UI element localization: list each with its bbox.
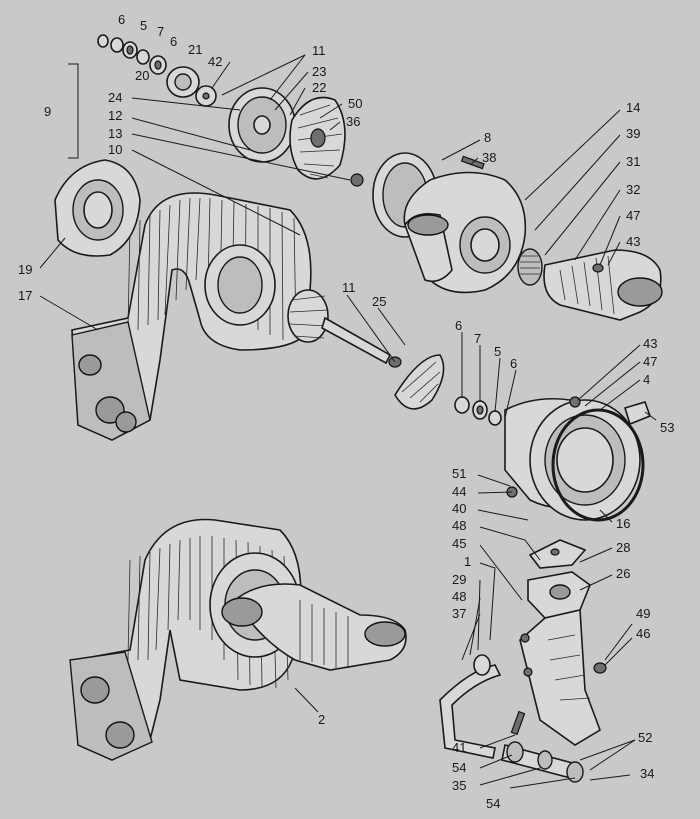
callout-label: 12	[108, 108, 122, 123]
callout-label: 25	[372, 294, 386, 309]
callout-label: 39	[626, 126, 640, 141]
callout-label: 50	[348, 96, 362, 111]
callout-label: 45	[452, 536, 466, 551]
callout-label: 26	[616, 566, 630, 581]
callout-label: 51	[452, 466, 466, 481]
compressor-housing	[372, 152, 527, 294]
callout-label: 6	[118, 12, 125, 27]
callout-label: 6	[510, 356, 517, 371]
turbine-housing	[504, 396, 652, 522]
callout-label: 6	[455, 318, 462, 333]
callout-label: 20	[135, 68, 149, 83]
callout-label: 1	[464, 554, 471, 569]
compressor-disk-and-wheel	[228, 87, 364, 187]
callout-label: 54	[486, 796, 500, 811]
callout-label: 2	[318, 712, 325, 727]
callout-label: 13	[108, 126, 122, 141]
callout-label: 14	[626, 100, 640, 115]
callout-label: 48	[452, 518, 466, 533]
callout-label: 41	[452, 740, 466, 755]
callout-label: 7	[474, 331, 481, 346]
exhaust-manifold-upper	[71, 192, 312, 441]
turbocharger-assembled-lower	[69, 518, 407, 761]
callout-label: 35	[452, 778, 466, 793]
callout-label: 31	[626, 154, 640, 169]
callout-label: 54	[452, 760, 466, 775]
callout-label: 11	[312, 43, 326, 58]
callout-label: 49	[636, 606, 650, 621]
turbine-rotor-shaft	[287, 289, 445, 410]
callout-label: 40	[452, 501, 466, 516]
callout-label: 24	[108, 90, 122, 105]
callout-label: 32	[626, 182, 640, 197]
compressor-inlet-pipe	[517, 248, 663, 321]
turbine-housing-flange	[54, 159, 141, 257]
callout-label: 34	[640, 766, 654, 781]
shaft-small-parts-upper	[97, 34, 217, 107]
callout-label: 7	[157, 24, 164, 39]
callout-label: 37	[452, 606, 466, 621]
callout-label: 8	[484, 130, 491, 145]
callout-label: 53	[660, 420, 674, 435]
callout-label: 36	[346, 114, 360, 129]
callout-label: 16	[616, 516, 630, 531]
callout-label: 6	[170, 34, 177, 49]
callout-label: 44	[452, 484, 466, 499]
callout-label: 43	[626, 234, 640, 249]
callout-label: 11	[342, 280, 356, 295]
callout-label: 19	[18, 262, 32, 277]
callout-label: 10	[108, 142, 122, 157]
callout-label: 9	[44, 104, 51, 119]
callout-label: 42	[208, 54, 222, 69]
callout-labels: 6 5 7 6 21 42 20 11 23 22 50 36 9 24 12 …	[18, 12, 674, 811]
callout-label: 47	[626, 208, 640, 223]
callout-label: 48	[452, 589, 466, 604]
callout-label: 5	[140, 18, 147, 33]
callout-label: 23	[312, 64, 326, 79]
callout-label: 21	[188, 42, 202, 57]
callout-label: 28	[616, 540, 630, 555]
callout-label: 22	[312, 80, 326, 95]
callout-label: 17	[18, 288, 32, 303]
callout-label: 52	[638, 730, 652, 745]
callout-label: 4	[643, 372, 650, 387]
callout-label: 29	[452, 572, 466, 587]
shaft-small-parts-middle	[454, 396, 502, 426]
callout-label: 5	[494, 344, 501, 359]
oil-pipe	[439, 654, 607, 783]
leader-lines	[39, 54, 657, 789]
callout-label: 43	[643, 336, 657, 351]
callout-label: 47	[643, 354, 657, 369]
callout-label: 38	[482, 150, 496, 165]
oil-drain-bracket	[519, 539, 601, 746]
callout-label: 46	[636, 626, 650, 641]
